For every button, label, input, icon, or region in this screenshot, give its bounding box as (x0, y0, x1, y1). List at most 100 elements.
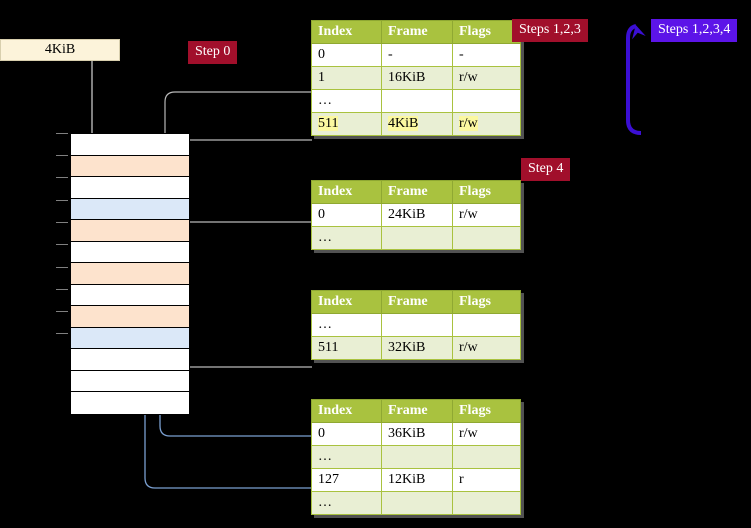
badge-step4: Step 4 (521, 158, 571, 181)
table-cell (381, 89, 453, 113)
memory-tick (56, 200, 68, 201)
wire-pdpt-row0 (179, 221, 312, 267)
table-row[interactable]: 0-- (311, 43, 521, 67)
memory-frame-row (71, 327, 189, 350)
table-cell: 0 (311, 43, 382, 67)
table-cell (381, 491, 453, 515)
memory-tick (56, 222, 68, 223)
table-cell: r/w (452, 66, 521, 90)
memory-frame-row (71, 177, 189, 199)
memory-frame-row (71, 241, 189, 264)
column-header-flags: Flags (452, 20, 521, 44)
wire-pml4-row511 (174, 139, 312, 223)
memory-frame-row (71, 263, 189, 285)
memory-frame-row (71, 198, 189, 221)
table-cell: r/w (452, 336, 521, 360)
memory-tick (56, 333, 68, 334)
memory-frame-row (71, 134, 189, 156)
memory-frame-row (71, 349, 189, 371)
column-header-frame: Frame (381, 20, 453, 44)
memory-tick (56, 289, 68, 290)
frame-box: 4KiB (0, 39, 120, 61)
table-cell: 16KiB (381, 66, 453, 90)
memory-tick (56, 244, 68, 245)
memory-tick (56, 267, 68, 268)
table-cell (452, 445, 521, 469)
table-cell: 511 (311, 336, 382, 360)
table-cell: 32KiB (381, 336, 453, 360)
table-cell: 0 (311, 422, 382, 446)
memory-tick (56, 311, 68, 312)
table-cell: - (452, 43, 521, 67)
badge-steps123: Steps 1,2,3 (512, 19, 588, 42)
table-cell: 36KiB (381, 422, 453, 446)
table-cell: r (452, 468, 521, 492)
table-cell: - (381, 43, 453, 67)
physical-memory-grid (70, 133, 190, 415)
table-row[interactable]: … (311, 226, 521, 250)
wire-pd-row511 (179, 314, 312, 368)
table-row[interactable]: … (311, 89, 521, 113)
column-header-flags: Flags (452, 399, 521, 423)
table-cell: … (311, 89, 382, 113)
column-header-index: Index (311, 180, 382, 204)
table-cell: 127 (311, 468, 382, 492)
memory-tick (56, 177, 68, 178)
memory-frame-row (71, 370, 189, 393)
table-cell (452, 226, 521, 250)
table-cell: … (311, 226, 382, 250)
table-cell: 12KiB (381, 468, 453, 492)
table-cell: r/w (452, 203, 521, 227)
highlighted-value: 511 (318, 116, 339, 131)
table-row[interactable]: … (311, 491, 521, 515)
table-cell: 0 (311, 203, 382, 227)
table-cell (381, 313, 453, 337)
highlighted-value: 4KiB (388, 116, 419, 131)
big-loop-arrow (626, 24, 646, 135)
frame-box-label: 4KiB (44, 42, 76, 57)
column-header-frame: Frame (381, 180, 453, 204)
column-header-frame: Frame (381, 290, 453, 314)
column-header-index: Index (311, 399, 382, 423)
column-header-flags: Flags (452, 290, 521, 314)
memory-frame-row (71, 284, 189, 307)
memory-frame-row (71, 220, 189, 242)
table-cell (452, 89, 521, 113)
table-row[interactable]: … (311, 313, 521, 337)
highlighted-value: r/w (459, 116, 478, 131)
memory-frame-row (71, 155, 189, 178)
column-header-frame: Frame (381, 399, 453, 423)
column-header-index: Index (311, 290, 382, 314)
table-cell (452, 491, 521, 515)
table-row[interactable]: … (311, 445, 521, 469)
table-cell: … (311, 445, 382, 469)
memory-frame-row (71, 306, 189, 328)
memory-tick (56, 155, 68, 156)
table-cell: 511 (311, 112, 382, 136)
table-cell: 24KiB (381, 203, 453, 227)
table-row[interactable]: 511 4KiB r/w (311, 112, 521, 136)
table-cell (381, 445, 453, 469)
table-cell (381, 226, 453, 250)
table-cell: … (311, 313, 382, 337)
table-cell: r/w (452, 112, 521, 136)
table-cell (452, 313, 521, 337)
badge-step0: Step 0 (188, 41, 238, 64)
table-cell: 1 (311, 66, 382, 90)
table-cell: r/w (452, 422, 521, 446)
memory-frame-row (71, 392, 189, 414)
badge-steps1234: Steps 1,2,3,4 (651, 19, 738, 42)
